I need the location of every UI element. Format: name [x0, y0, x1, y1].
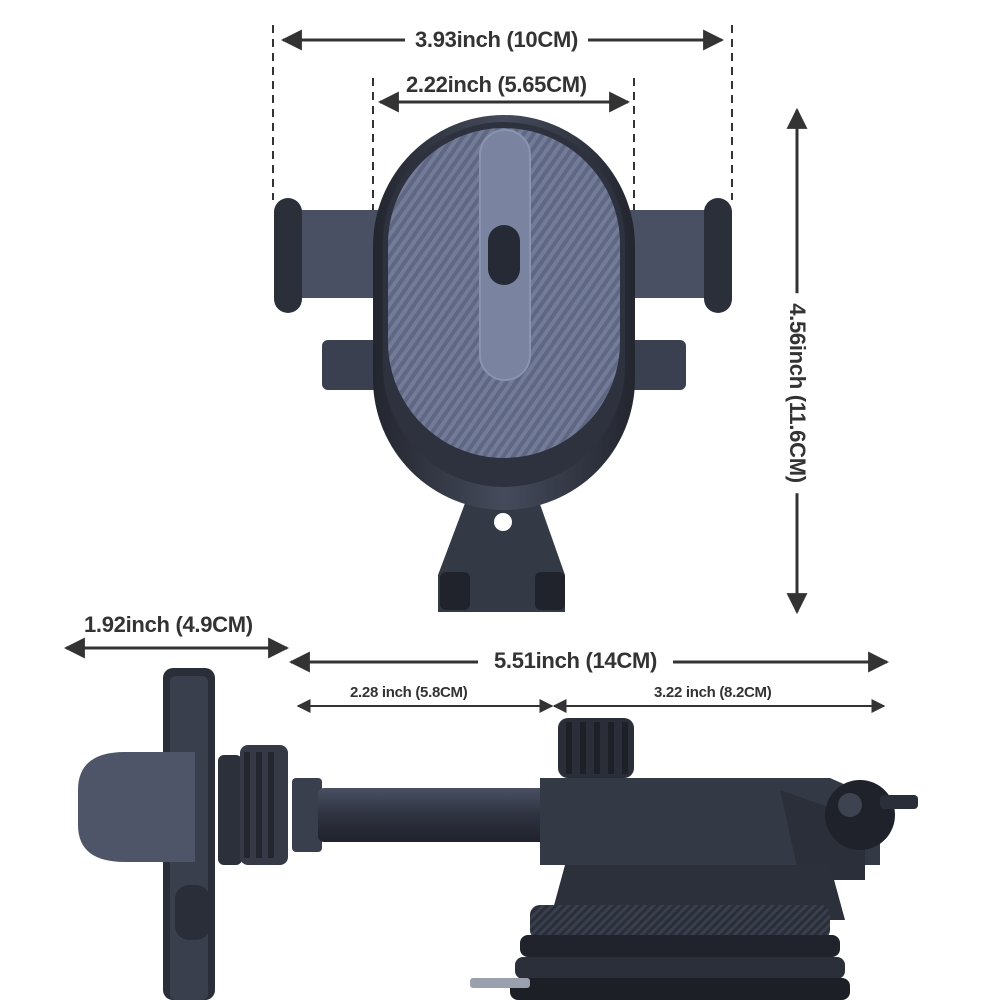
extension-lines [272, 25, 733, 215]
base-length-label: 3.22 inch (8.2CM) [654, 684, 772, 701]
total-length-label: 5.51inch (14CM) [478, 650, 673, 672]
outer-width-label: 3.93inch (10CM) [405, 29, 588, 51]
arm-length-label: 2.28 inch (5.8CM) [350, 684, 468, 701]
height-label: 4.56inch (11.6CM) [785, 293, 810, 493]
holder-depth-label: 1.92inch (4.9CM) [84, 612, 253, 637]
inner-width-label: 2.22inch (5.65CM) [400, 74, 593, 96]
